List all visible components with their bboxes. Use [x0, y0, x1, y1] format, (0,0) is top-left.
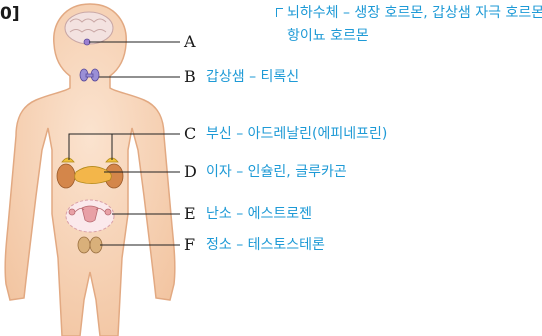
uterus-ovaries [68, 205, 112, 223]
label-text-A-line2: 항이뇨 호르몬 [287, 28, 369, 44]
testes [77, 236, 103, 254]
thyroid-gland [79, 68, 100, 82]
label-letter-A: A [184, 32, 196, 51]
figure-number-fragment: 0] [0, 4, 20, 24]
label-text-C: 부신 – 아드레날린(에피네프린) [206, 126, 388, 142]
label-A-bracket [276, 8, 283, 17]
label-letter-E: E [184, 204, 196, 223]
label-letter-D: D [184, 162, 197, 181]
brain [64, 11, 114, 45]
label-text-F: 정소 – 테스토스테론 [206, 237, 325, 253]
pancreas [74, 166, 112, 184]
label-text-D: 이자 – 인슐린, 글루카곤 [206, 164, 347, 180]
label-letter-F: F [184, 235, 196, 254]
label-letter-B: B [184, 67, 196, 86]
label-text-E: 난소 – 에스트로젠 [206, 206, 313, 222]
label-letter-C: C [184, 124, 197, 143]
label-text-B: 갑상샘 – 티록신 [206, 69, 300, 85]
adrenal-leader-bracket [68, 133, 113, 160]
label-text-A-line1: 뇌하수체 – 생장 호르몬, 갑상샘 자극 호르몬, [287, 5, 542, 21]
